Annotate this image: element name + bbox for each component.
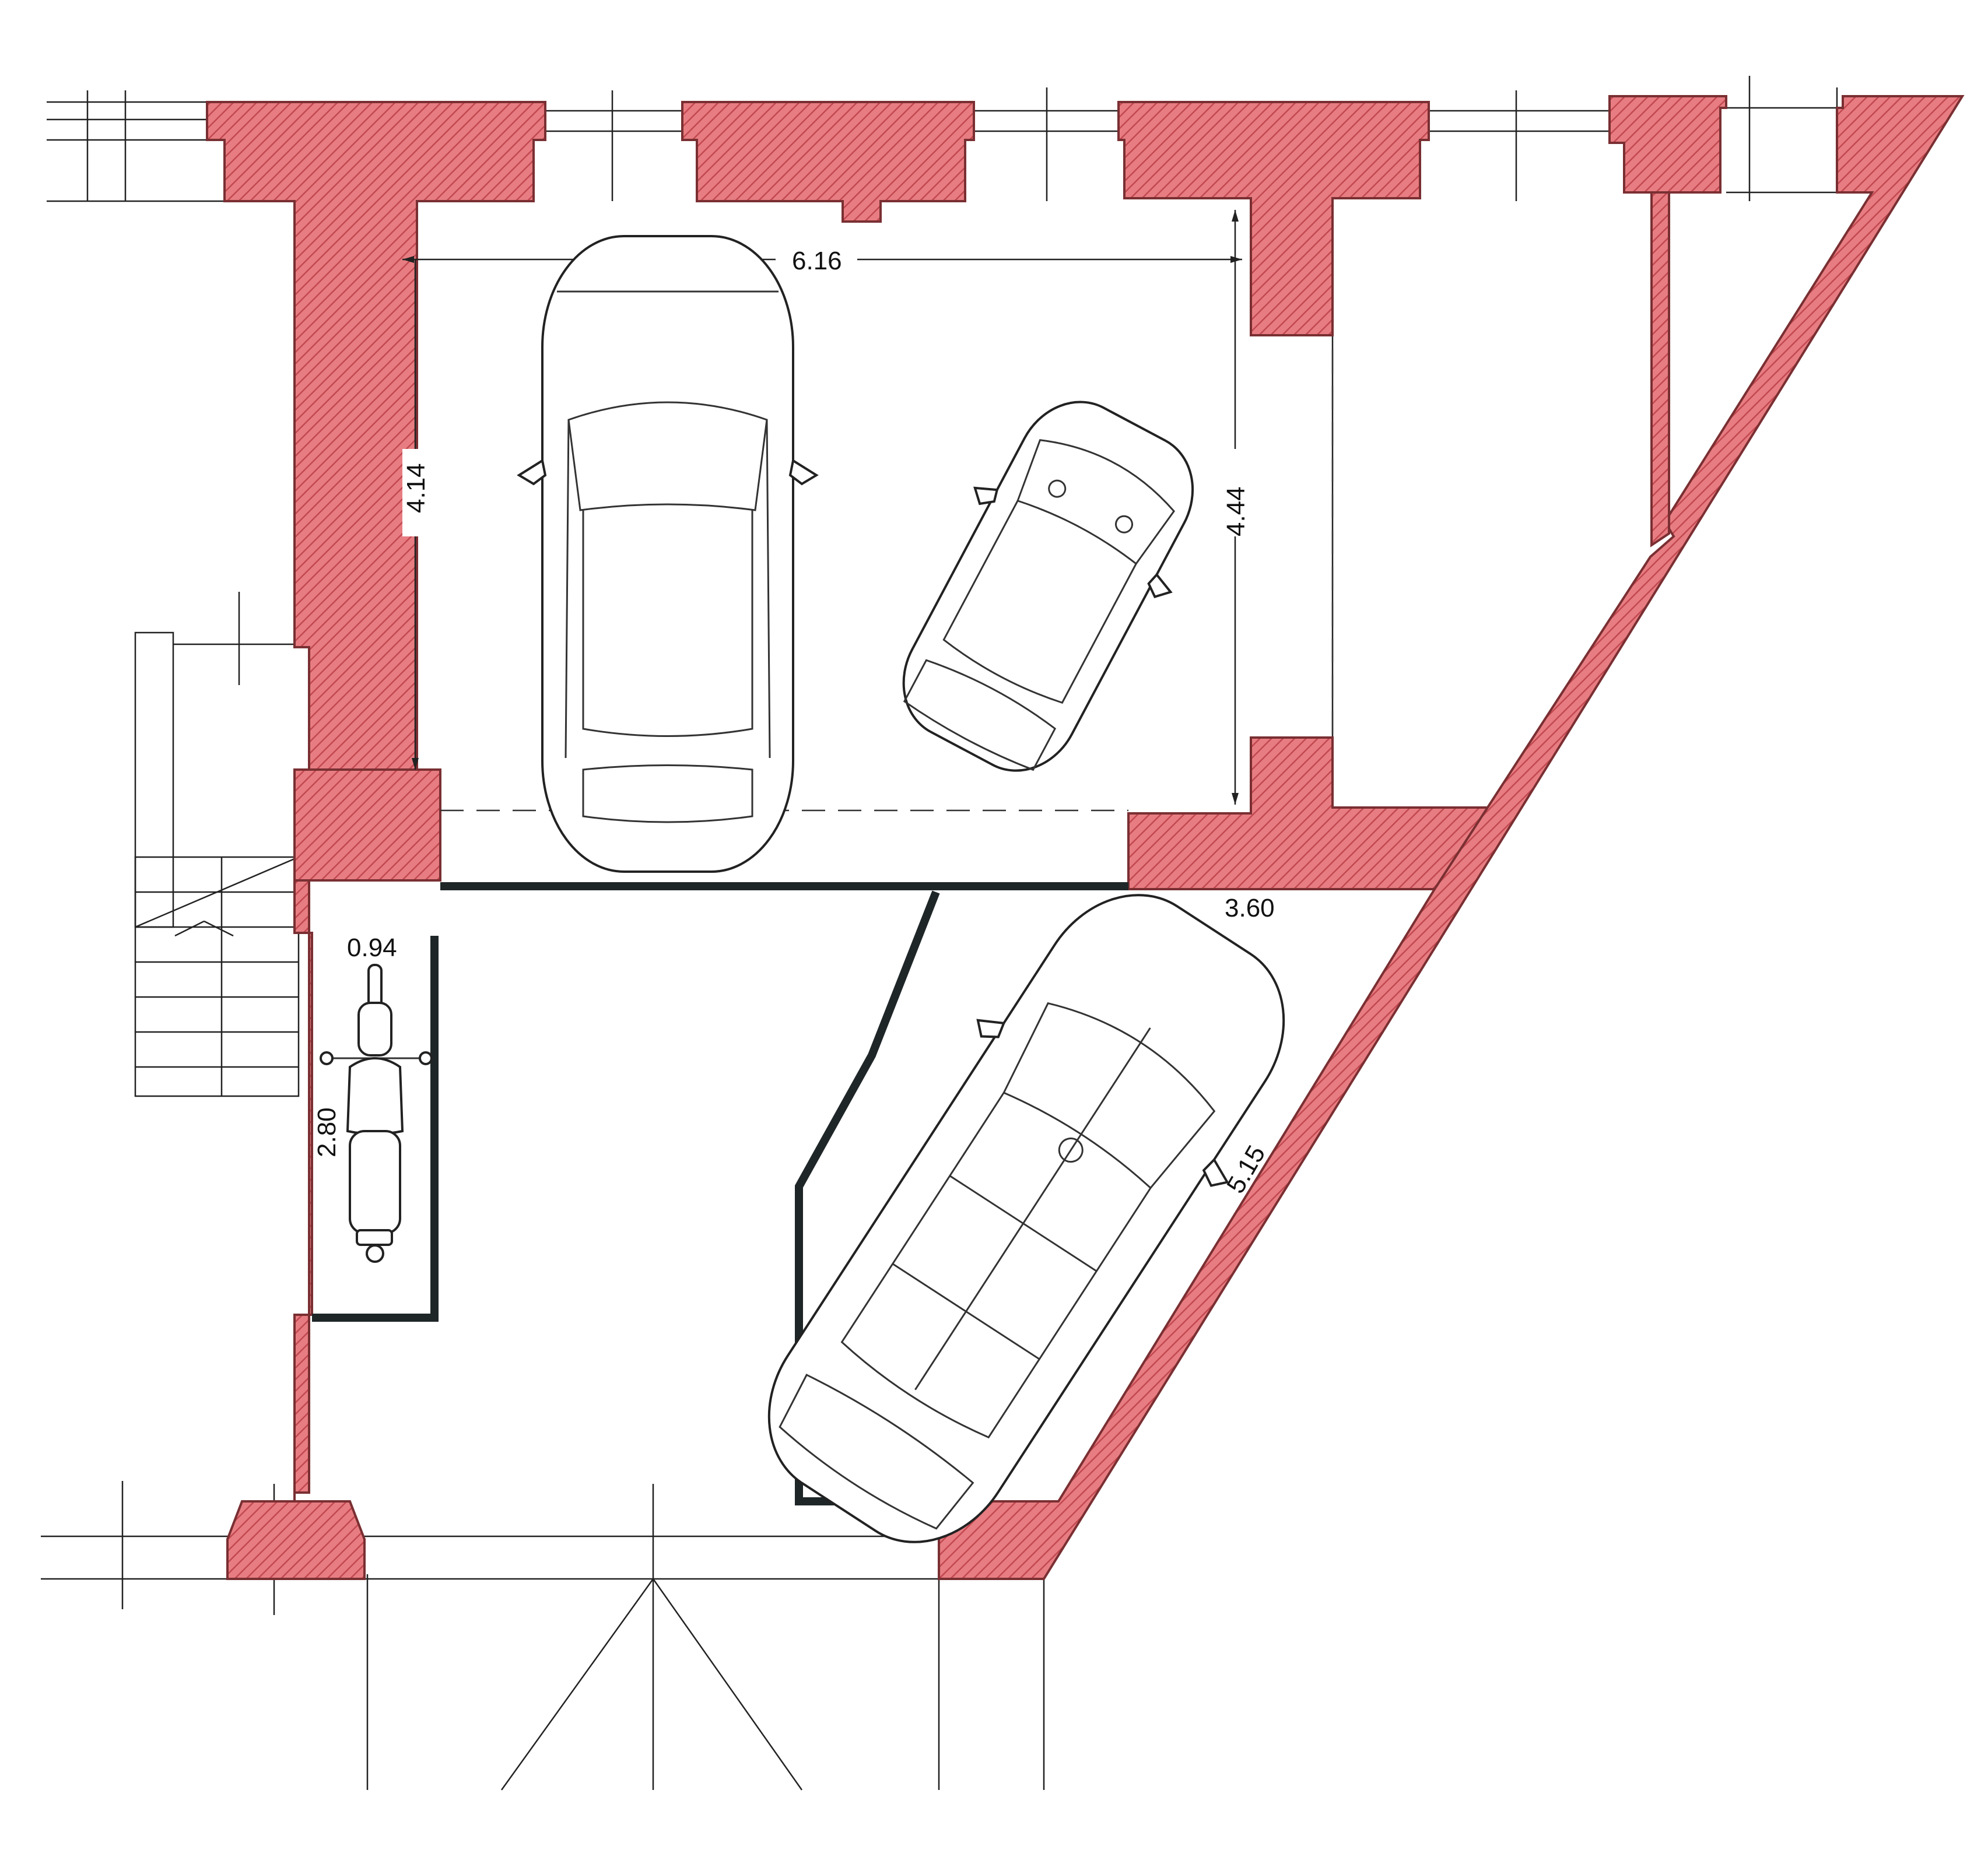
top-pier-center	[681, 101, 975, 223]
structural-walls	[206, 95, 1965, 1580]
city-car-top-view-icon	[902, 401, 1194, 772]
lower-column	[1127, 736, 1495, 890]
thin-column	[1650, 191, 1670, 547]
dimension-lower-width: 3.60	[1225, 894, 1275, 922]
dimension-left-depth: 4.14	[402, 463, 430, 513]
left-block	[293, 768, 441, 882]
dimension-top-width: 6.16	[792, 247, 842, 275]
dimension-moto-length: 2.80	[313, 1107, 341, 1157]
top-pier-right	[1117, 101, 1430, 336]
car-top-view-icon	[517, 235, 819, 873]
top-pier-far-right	[1608, 95, 1727, 194]
dimension-moto-width: 0.94	[347, 933, 397, 962]
dimension-right-depth: 4.44	[1222, 486, 1250, 536]
motorcycle-top-view-icon	[320, 964, 433, 1263]
diagonal-wall	[938, 95, 1965, 1580]
suv-top-view-icon	[767, 894, 1285, 1543]
construction-lines	[41, 76, 1866, 1791]
